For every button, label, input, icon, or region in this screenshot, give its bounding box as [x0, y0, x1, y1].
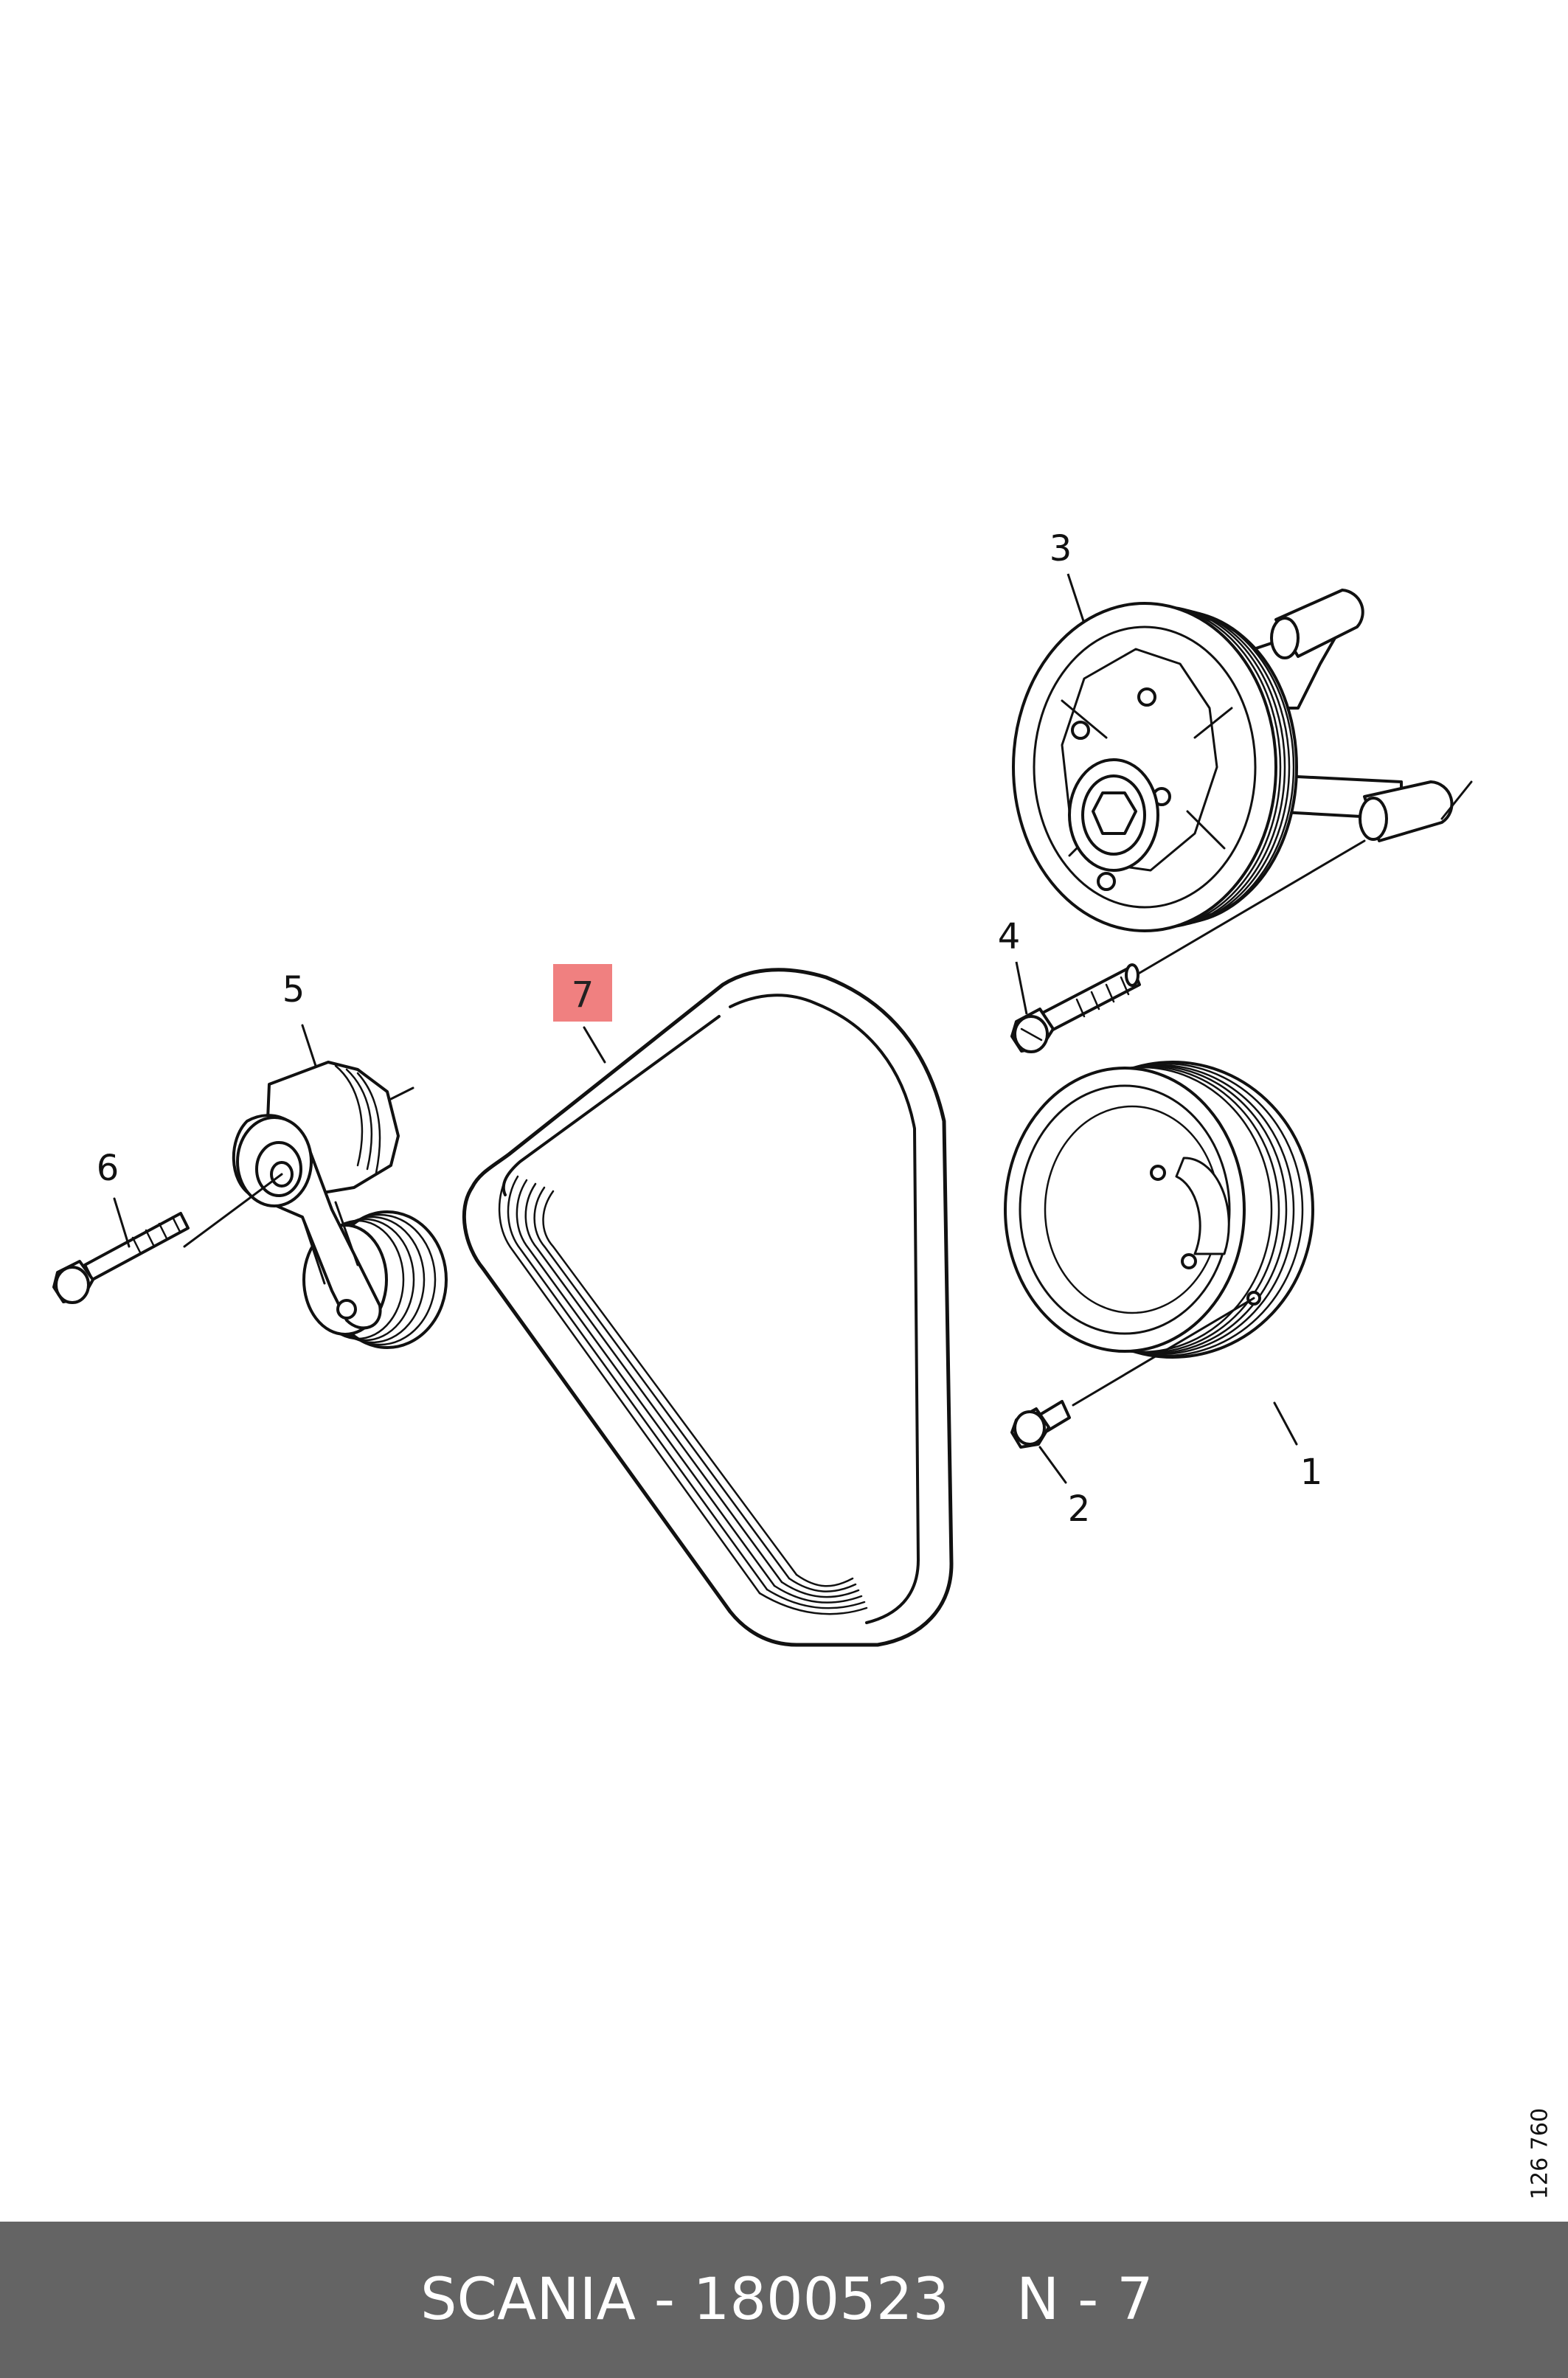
callout-6: 6 [97, 1148, 119, 1189]
belt-tensioner-part-5 [232, 1024, 448, 1349]
bolt-part-4 [1010, 839, 1366, 1053]
position-label: N - 7 [1016, 2267, 1154, 2333]
callout-1: 1 [1300, 1452, 1323, 1493]
drawing-reference-number: 126 760 [1527, 2107, 1553, 2200]
pulley-with-bracket-part-3 [1012, 589, 1473, 932]
crank-pulley-part-1 [1004, 1061, 1314, 1446]
part-number-label: SCANIA - 1800523 [420, 2267, 950, 2333]
callout-4: 4 [998, 916, 1021, 957]
callout-7: 7 [572, 974, 594, 1016]
bolt-part-2 [1010, 1400, 1071, 1484]
exploded-parts-diagram: 3 4 5 6 7 1 2 [52, 528, 1473, 1647]
poly-v-belt-part-7 [462, 968, 954, 1647]
callout-3: 3 [1050, 528, 1072, 569]
callout-7-highlight [553, 964, 612, 1022]
footer-bar: SCANIA - 1800523 N - 7 [0, 2222, 1568, 2378]
bolt-part-6 [52, 1173, 283, 1304]
callout-2: 2 [1068, 1488, 1091, 1530]
callout-5: 5 [282, 969, 305, 1011]
